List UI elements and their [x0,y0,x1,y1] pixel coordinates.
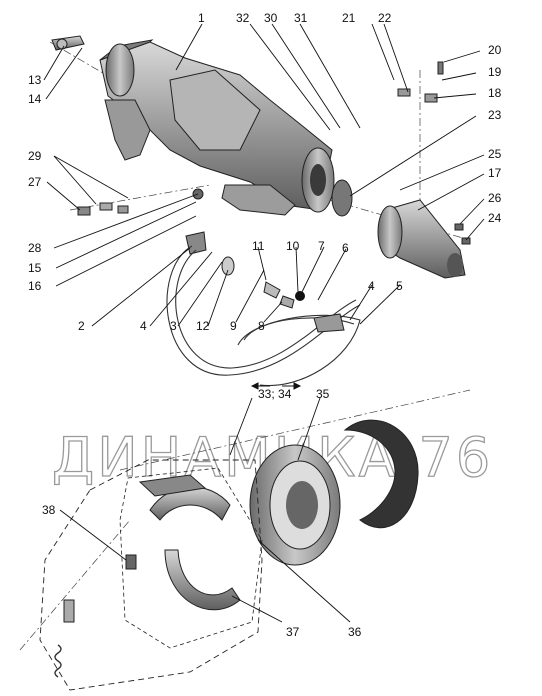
brake-drum [249,444,341,566]
callout-23: 23 [488,108,502,122]
brake-pipe-parts-6-12 [221,256,345,333]
axle-shaft-sleeve [377,199,466,279]
seal-parts-15-16-28 [185,188,207,255]
brake-shoes [125,474,241,611]
arrows-33-34 [250,382,302,390]
callout-15: 15 [28,261,42,275]
callout-14: 14 [28,92,42,106]
callout-11: 11 [252,239,265,253]
callout-36: 36 [348,625,362,639]
callout-28: 28 [28,241,42,255]
callout-10: 10 [286,239,300,253]
callout-7: 7 [318,239,325,253]
callout-33-34: 33; 34 [258,387,292,401]
callout-24: 24 [488,211,502,225]
callout-8: 8 [258,319,265,333]
callout-16: 16 [28,279,42,293]
callout-labels: 1 32 30 31 21 22 20 19 18 23 25 17 26 24… [28,11,502,639]
flange-shaft-13-14 [51,35,85,51]
callout-21: 21 [342,11,356,25]
callout-35: 35 [316,387,330,401]
spring-pin [54,599,75,678]
callout-20: 20 [488,43,502,57]
leader-lines [43,23,485,623]
brake-assembly-boundary [39,459,263,691]
gasket-ring [331,179,353,217]
callout-30: 30 [264,11,278,25]
callout-19: 19 [488,65,502,79]
callout-13: 13 [28,73,42,87]
callout-25: 25 [488,147,502,161]
callout-29: 29 [28,149,42,163]
callout-22: 22 [378,11,392,25]
callout-6: 6 [342,241,349,255]
bolts-27-29 [77,202,129,216]
callout-18: 18 [488,86,502,100]
callout-9: 9 [230,319,237,333]
callout-4-left: 4 [140,319,147,333]
callout-26: 26 [488,191,502,205]
callout-2: 2 [78,319,85,333]
callout-38: 38 [42,503,56,517]
nuts-24-26 [454,223,471,245]
callout-12: 12 [196,319,210,333]
callout-3: 3 [170,319,177,333]
callout-4-right: 4 [368,279,375,293]
shield-plate [343,419,419,529]
callout-5: 5 [396,279,403,293]
axle-housing [99,39,335,216]
callout-37: 37 [286,625,300,639]
callout-17: 17 [488,166,502,180]
callout-1: 1 [198,11,205,25]
callout-31: 31 [294,11,308,25]
callout-32: 32 [236,11,250,25]
callout-27: 27 [28,175,42,189]
